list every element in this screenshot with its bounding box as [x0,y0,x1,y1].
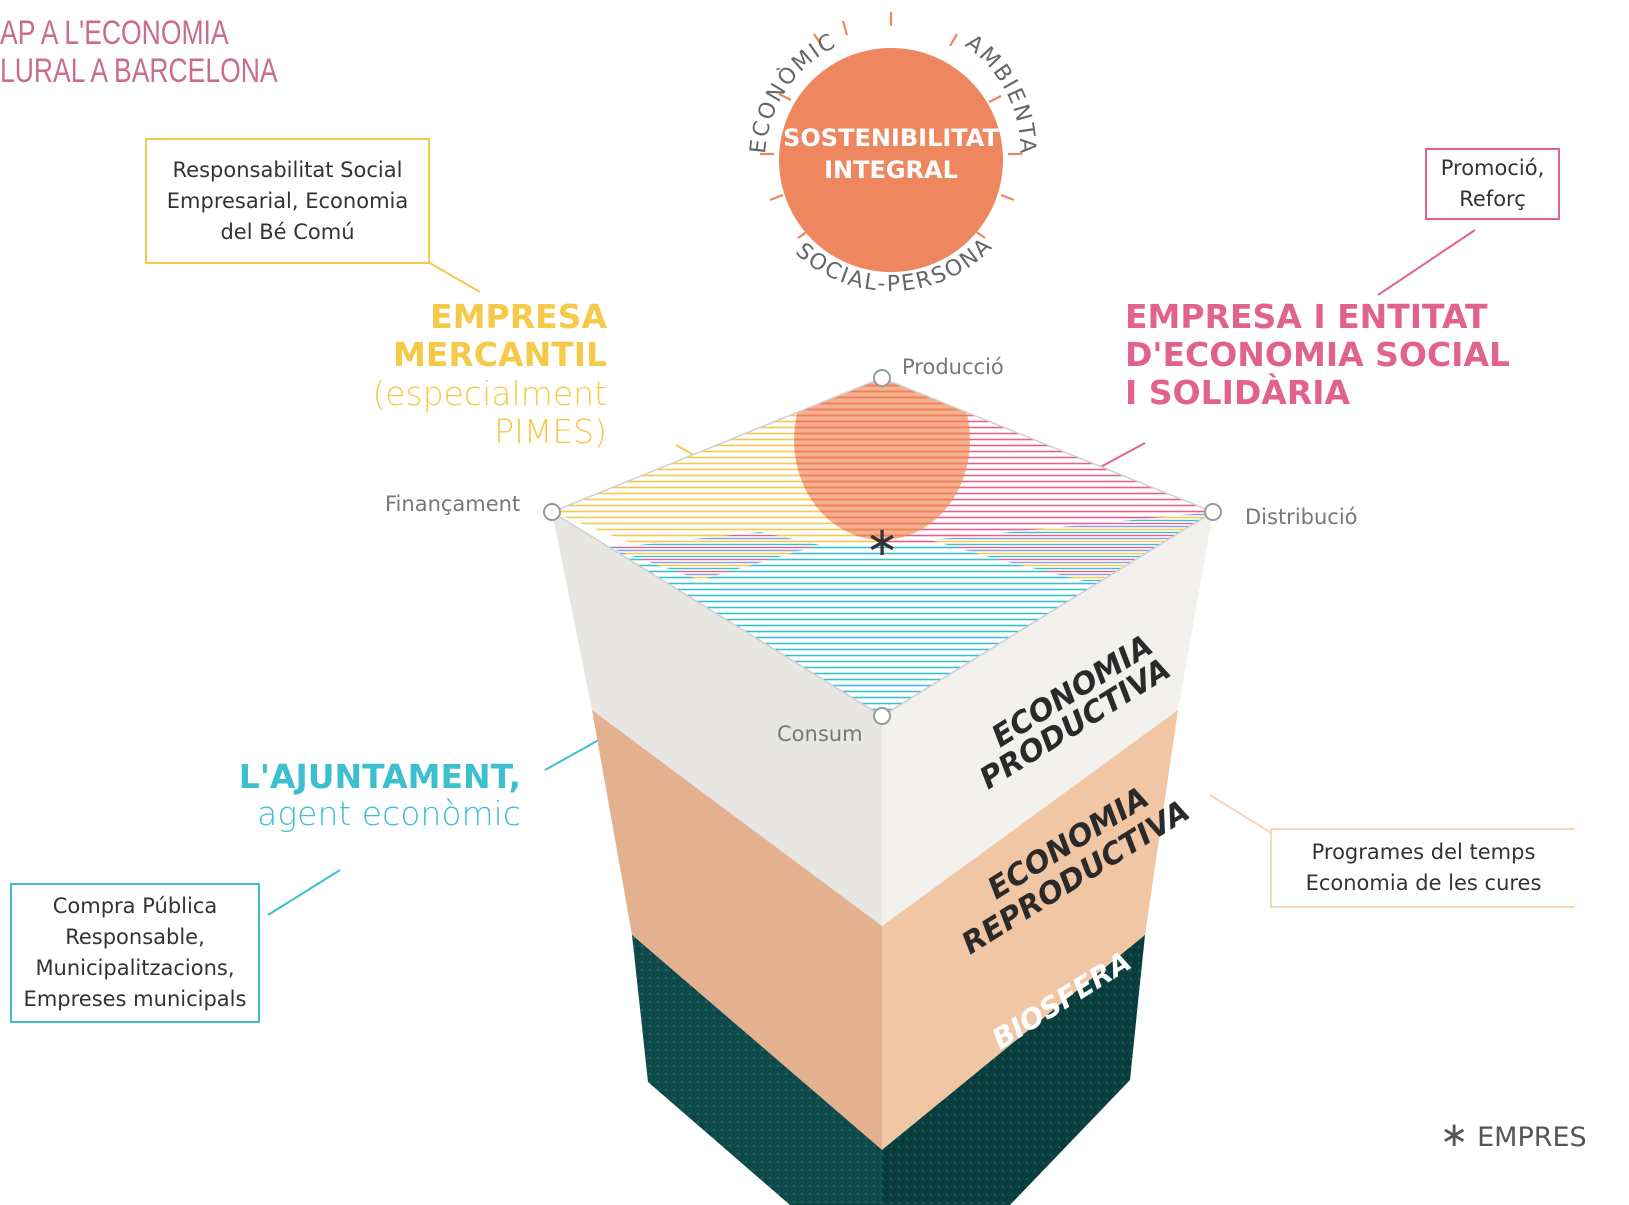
rse-box-line3: del Bé Comú [220,219,355,244]
ess-heading: EMPRESA I ENTITAT D'ECONOMIA SOCIAL I SO… [1125,298,1510,412]
rse-box: Responsabilitat Social Empresarial, Econ… [145,138,430,264]
rse-box-line2: Empresarial, Economia [166,188,409,213]
mercantil-sub-line1: (especialment [372,374,607,413]
promocio-box-line2: Reforç [1459,187,1526,211]
programes-box-line1: Programes del temps [1311,840,1536,864]
vertex-label-distribucio: Distribució [1245,505,1358,529]
vertex-produccio [873,369,891,387]
top-region-overlap-right [930,512,1213,585]
footnote: ∗ EMPRES [1440,1115,1587,1155]
sun-label-line2: INTEGRAL [824,156,958,184]
mercantil-heading: EMPRESA MERCANTIL [393,298,607,374]
mercantil-heading-line2: MERCANTIL [393,335,607,374]
page-title-line1: AP A L'ECONOMIA [0,14,229,52]
rse-connector [427,261,481,293]
cube-vertices [543,369,1222,725]
page-title-line2: LURAL A BARCELONA [0,52,278,90]
compra-box-line3: Municipalitzacions, [35,956,235,980]
rse-box-line1: Responsabilitat Social [172,157,403,182]
cube-left-reproductive [592,710,882,1150]
compra-publica-box: Compra Pública Responsable, Municipalitz… [10,883,260,1023]
sun-rays [760,12,1022,239]
ajuntament-heading: L'AJUNTAMENT, [238,757,521,796]
promocio-box-line1: Promoció, [1440,156,1545,180]
sun-label-line1: SOSTENIBILITAT [783,124,999,152]
compra-connector [267,869,341,916]
compra-box-line1: Compra Pública [52,894,218,918]
compra-box-line4: Empreses municipals [23,987,247,1011]
ess-heading-line3: I SOLIDÀRIA [1125,373,1351,412]
top-region-ajuntament [600,545,1160,716]
vertex-label-produccio: Producció [902,355,1004,379]
vertex-label-financament: Finançament [385,492,521,516]
compra-box-line2: Responsable, [65,925,205,949]
center-asterisk: ∗ [865,519,899,565]
footnote-asterisk: ∗ [1440,1115,1469,1155]
page-title: AP A L'ECONOMIA LURAL A BARCELONA [0,14,278,90]
economy-cube: ∗ ECONOMIA PRODUCTIVA ECONOMIA REPRODUCT… [543,369,1222,1205]
footnote-text: EMPRES [1477,1122,1587,1153]
mercantil-heading-line1: EMPRESA [430,297,607,336]
sun-circle [779,48,1003,272]
ajuntament-subheading: agent econòmic [257,794,521,833]
cube-right-productive [882,512,1213,926]
vertex-label-consum: Consum [777,722,863,746]
vertex-financament [543,503,561,521]
vertex-distribucio [1204,503,1222,521]
promocio-box: Promoció, Reforç [1425,148,1560,220]
top-region-overlap-left [610,532,820,580]
mercantil-subheading: (especialment PIMES) [372,375,607,451]
cube-left-productive [552,512,882,926]
programes-box-line2: Economia de les cures [1305,871,1542,895]
ess-heading-line1: EMPRESA I ENTITAT [1125,297,1488,336]
cube-right-reproductive [882,710,1178,1150]
ess-connector [1094,442,1146,471]
promocio-connector [1377,229,1476,296]
vertex-consum [873,707,891,725]
programes-box: Programes del temps Economia de les cure… [1270,828,1575,908]
ess-heading-line2: D'ECONOMIA SOCIAL [1125,335,1511,374]
mercantil-sub-line2: PIMES) [494,412,607,451]
